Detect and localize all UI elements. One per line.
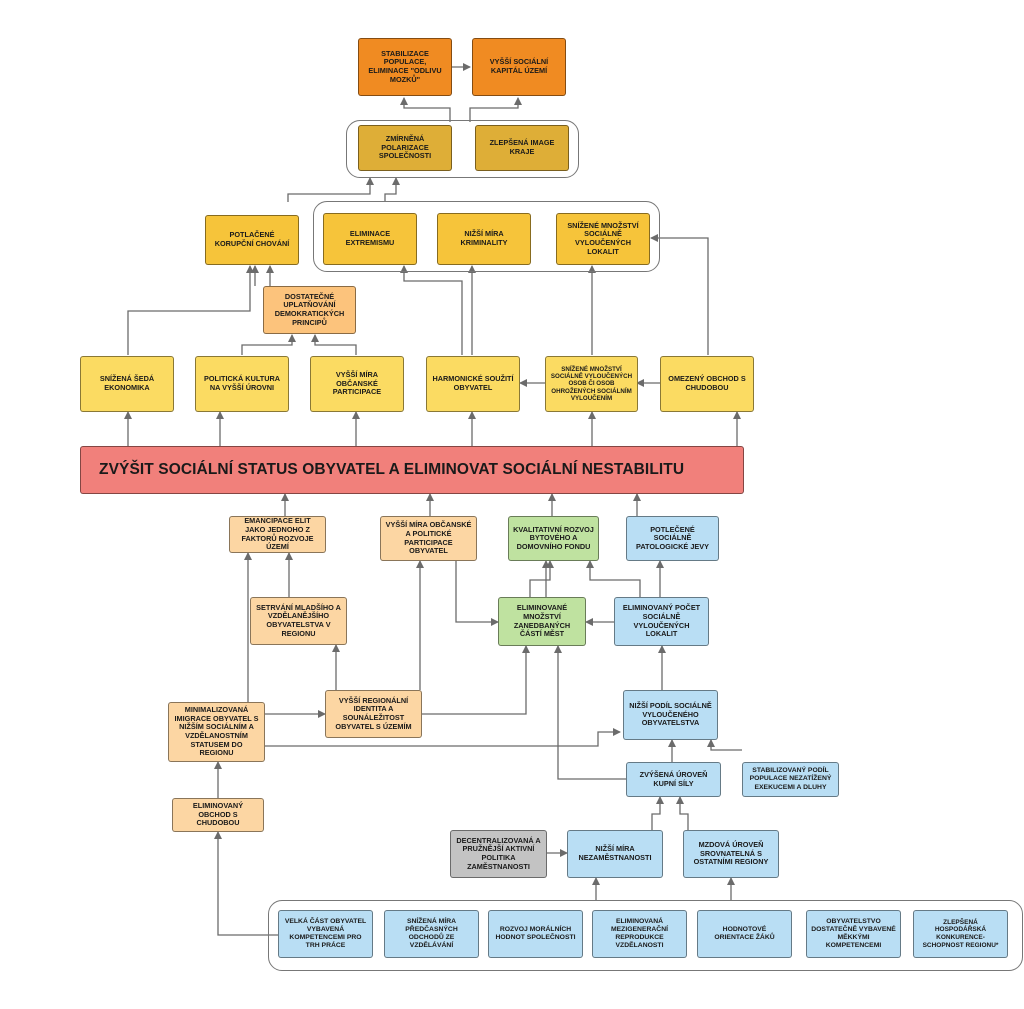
- connector: [400, 265, 463, 355]
- connector: [241, 334, 296, 355]
- node-stabilizace[interactable]: STABILIZACE POPULACE, ELIMINACE "ODLIVU …: [358, 38, 452, 96]
- node-lokality-top[interactable]: SNÍŽENÉ MNOŽSTVÍ SOCIÁLNĚ VYLOUČENÝCH LO…: [556, 213, 650, 265]
- node-vyloucene-osoby[interactable]: SNÍŽENÉ MNOŽSTVÍ SOCIÁLNĚ VYLOUČENÝCH OS…: [545, 356, 638, 412]
- connector: [287, 177, 374, 202]
- connector: [651, 796, 664, 830]
- node-moralni-hodnoty[interactable]: ROZVOJ MORÁLNÍCH HODNOT SPOLEČNOSTI: [488, 910, 583, 958]
- node-obchod-chudoba-top[interactable]: OMEZENÝ OBCHOD S CHUDOBOU: [660, 356, 754, 412]
- node-predcasne-odchody[interactable]: SNÍŽENÁ MÍRA PŘEDČASNÝCH ODCHODŮ ZE VZDĚ…: [384, 910, 479, 958]
- connector: [676, 796, 689, 830]
- connector: [384, 177, 400, 202]
- node-politicka-kultura[interactable]: POLITICKÁ KULTURA NA VYŠŠÍ ÚROVNI: [195, 356, 289, 412]
- node-mezigeneracni[interactable]: ELIMINOVANÁ MEZIGENERAČNÍ REPRODUKCE VZD…: [592, 910, 687, 958]
- goal-banner[interactable]: ZVÝŠIT SOCIÁLNÍ STATUS OBYVATEL A ELIMIN…: [80, 446, 744, 494]
- connector: [265, 728, 621, 747]
- node-imigrace[interactable]: MINIMALIZOVANÁ IMIGRACE OBYVATEL S NIŽŠÍ…: [168, 702, 265, 762]
- connector: [554, 645, 626, 780]
- node-emancipace-elit[interactable]: EMANCIPACE ELIT JAKO JEDNOHO Z FAKTORŮ R…: [229, 516, 326, 553]
- node-patologie[interactable]: POTLEČENÉ SOCIÁLNĚ PATOLOGICKÉ JEVY: [626, 516, 719, 561]
- node-harmonicke-souziti[interactable]: HARMONICKÉ SOUŽITÍ OBYVATEL: [426, 356, 520, 412]
- connector: [455, 561, 499, 626]
- node-mzdova-uroven[interactable]: MZDOVÁ ÚROVEŇ SROVNATELNÁ S OSTATNÍMI RE…: [683, 830, 779, 878]
- node-korupce[interactable]: POTLAČENÉ KORUPČNÍ CHOVÁNÍ: [205, 215, 299, 265]
- group-top-outcomes: [313, 201, 660, 272]
- node-bytovy-fond[interactable]: KVALITATIVNÍ ROZVOJ BYTOVÉHO A DOMOVNÍHO…: [508, 516, 599, 561]
- group-bottom-factors: [268, 900, 1023, 971]
- node-participace-top[interactable]: VYŠŠÍ MÍRA OBČANSKÉ PARTICIPACE: [310, 356, 404, 412]
- connector: [469, 97, 522, 122]
- node-stabilizovany-podil[interactable]: STABILIZOVANÝ PODÍL POPULACE NEZATÍŽENÝ …: [742, 762, 839, 797]
- connector: [127, 265, 254, 355]
- connector: [400, 97, 451, 122]
- node-setrvani[interactable]: SETRVÁNÍ MLADŠÍHO A VZDĚLANĚJŠÍHO OBYVAT…: [250, 597, 347, 645]
- connector: [214, 831, 278, 936]
- node-decentralizace[interactable]: DECENTRALIZOVANÁ A PRUŽNĚJŠÍ AKTIVNÍ POL…: [450, 830, 547, 878]
- node-vyssi-kapital[interactable]: VYŠŠÍ SOCIÁLNÍ KAPITÁL ÚZEMÍ: [472, 38, 566, 96]
- node-regionalni-identita[interactable]: VYŠŠÍ REGIONÁLNÍ IDENTITA A SOUNÁLEŽITOS…: [325, 690, 422, 738]
- node-demokracie[interactable]: DOSTATEČNÉ UPLATŇOVÁNÍ DEMOKRATICKÝCH PR…: [263, 286, 356, 334]
- node-seda-ekonomika[interactable]: SNÍŽENÁ ŠEDÁ EKONOMIKA: [80, 356, 174, 412]
- connector: [529, 560, 554, 597]
- node-kompetence-trh[interactable]: VELKÁ ČÁST OBYVATEL VYBAVENÁ KOMPETENCEM…: [278, 910, 373, 958]
- node-kriminalita[interactable]: NIŽŠÍ MÍRA KRIMINALITY: [437, 213, 531, 265]
- node-lokality-low[interactable]: ELIMINOVANÝ POČET SOCIÁLNĚ VYLOUČENÝCH L…: [614, 597, 709, 646]
- group-top-image: [346, 120, 579, 178]
- node-nezamestnanost[interactable]: NIŽŠÍ MÍRA NEZAMĚSTNANOSTI: [567, 830, 663, 878]
- node-participace-low[interactable]: VYŠŠÍ MÍRA OBČANSKÉ A POLITICKÉ PARTICIP…: [380, 516, 477, 561]
- node-mekke-kompetence[interactable]: OBYVATELSTVO DOSTATEČNĚ VYBAVENÉ MĚKKÝMI…: [806, 910, 901, 958]
- node-podil-vyloucenych[interactable]: NIŽŠÍ PODÍL SOCIÁLNĚ VYLOUČENÉHO OBYVATE…: [623, 690, 718, 740]
- connector: [311, 334, 357, 355]
- node-extremismus[interactable]: ELIMINACE EXTREMISMU: [323, 213, 417, 265]
- node-zlepsena-image[interactable]: ZLEPŠENÁ IMAGE KRAJE: [475, 125, 569, 171]
- node-konkurenceschopnost[interactable]: ZLEPŠENÁ HOSPODÁŘSKÁ KONKURENCE-SCHOPNOS…: [913, 910, 1008, 958]
- connector: [707, 739, 742, 751]
- node-zanedbane-mesta[interactable]: ELIMINOVANÉ MNOŽSTVÍ ZANEDBANÝCH ČÁSTÍ M…: [498, 597, 586, 646]
- node-zmirnena-polarizace[interactable]: ZMÍRNĚNÁ POLARIZACE SPOLEČNOSTI: [358, 125, 452, 171]
- connector: [422, 645, 530, 715]
- connector: [650, 234, 709, 355]
- node-obchod-chudoba-low[interactable]: ELIMINOVANÝ OBCHOD S CHUDOBOU: [172, 798, 264, 832]
- connector: [586, 560, 641, 597]
- node-kupni-sila[interactable]: ZVÝŠENÁ ÚROVEŇ KUPNÍ SÍLY: [626, 762, 721, 797]
- node-hodnotove-orientace[interactable]: HODNOTOVÉ ORIENTACE ŽÁKŮ: [697, 910, 792, 958]
